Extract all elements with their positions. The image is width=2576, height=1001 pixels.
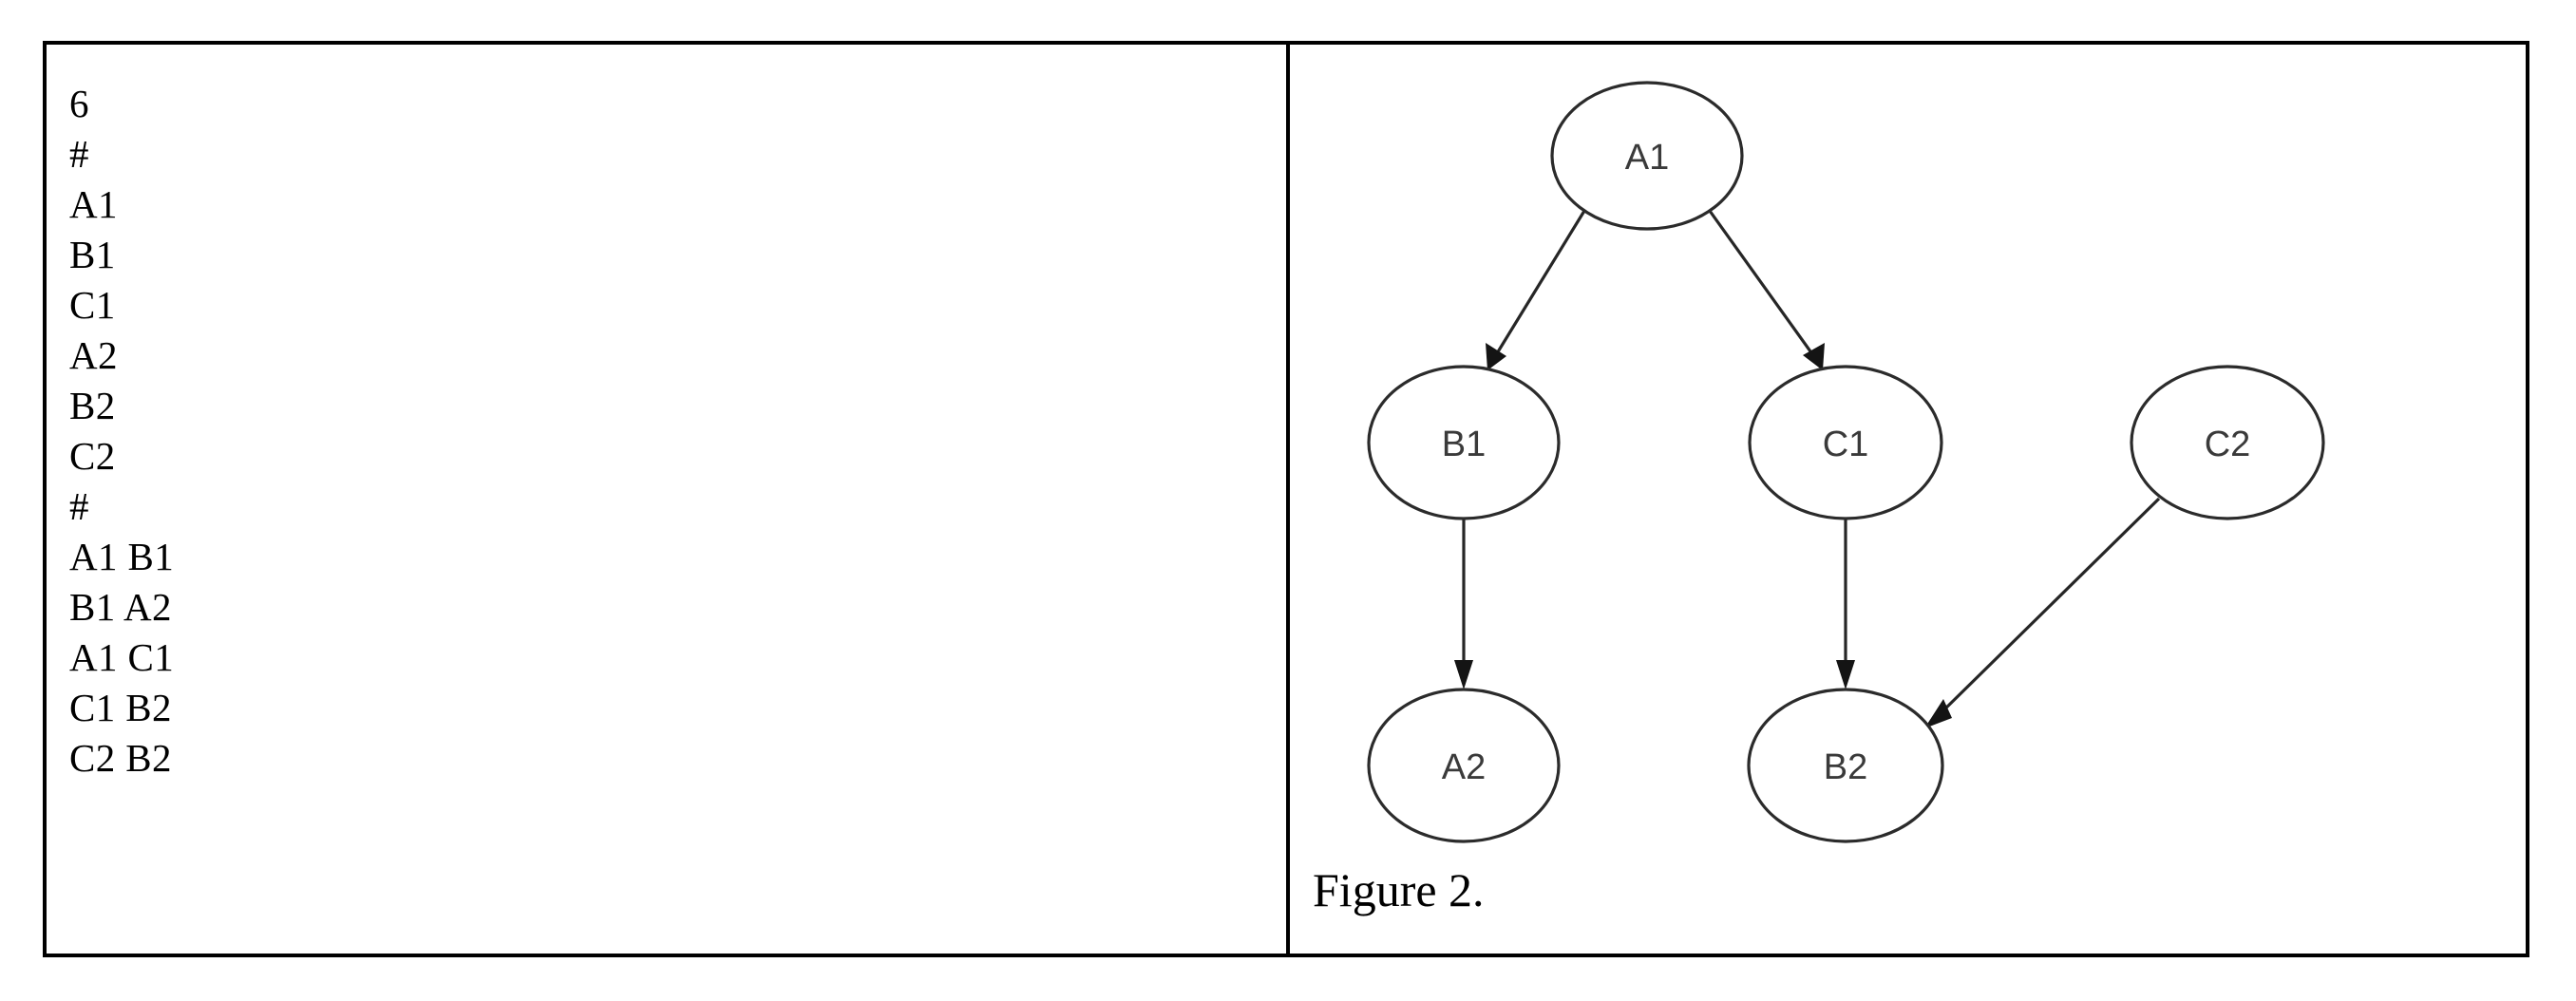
edge-a1-c1	[1708, 210, 1825, 370]
edge-a1-c1-arrowhead	[1803, 343, 1825, 370]
edge-c2-b2-line	[1936, 497, 2161, 718]
code-line: B1	[69, 233, 116, 276]
figure-caption: Figure 2.	[1313, 863, 1485, 916]
graph-node-c1-label: C1	[1823, 425, 1869, 464]
graph-node-c1[interactable]: C1	[1748, 365, 1943, 520]
graph-node-b1-ellipse[interactable]	[1367, 365, 1561, 520]
edge-a1-b1-line	[1492, 210, 1586, 359]
code-line: C2 B2	[69, 736, 172, 780]
code-listing: 6 # A1 B1 C1 A2 B2 C2 # A1 B1 B1 A2 A1 C…	[69, 79, 1286, 784]
code-line: A1	[69, 182, 118, 226]
edge-a1-c1-line	[1708, 210, 1817, 359]
graph-node-c2[interactable]: C2	[2130, 365, 2325, 520]
graph-node-a2[interactable]: A2	[1367, 688, 1561, 843]
code-line: C1	[69, 283, 116, 327]
edge-b1-a2-arrowhead	[1454, 660, 1473, 689]
graph-node-b2[interactable]: B2	[1747, 688, 1944, 843]
code-line: #	[69, 484, 89, 528]
directed-graph: A1 B1 C1 C2 A2	[1367, 81, 2325, 843]
code-line: A2	[69, 333, 118, 377]
code-line: B2	[69, 384, 116, 427]
graph-node-a1-label: A1	[1625, 138, 1669, 178]
code-line: #	[69, 132, 89, 176]
edge-a1-b1	[1486, 210, 1586, 370]
edge-c1-b2	[1836, 519, 1855, 689]
graph-node-a1-ellipse[interactable]	[1550, 81, 1744, 231]
graph-node-b2-ellipse[interactable]	[1747, 688, 1944, 843]
graph-node-a1[interactable]: A1	[1550, 81, 1744, 231]
graph-node-c2-label: C2	[2205, 425, 2251, 464]
code-line: 6	[69, 82, 89, 125]
cell-divider	[1286, 45, 1290, 954]
figure-table: 6 # A1 B1 C1 A2 B2 C2 # A1 B1 B1 A2 A1 C…	[43, 41, 2529, 957]
code-line: A1 C1	[69, 635, 175, 679]
code-line: C2	[69, 434, 116, 478]
graph-node-b2-label: B2	[1824, 747, 1867, 787]
code-listing-cell: 6 # A1 B1 C1 A2 B2 C2 # A1 B1 B1 A2 A1 C…	[47, 45, 1286, 954]
graph-node-a2-label: A2	[1442, 747, 1486, 787]
code-line: C1 B2	[69, 686, 172, 729]
graph-node-c2-ellipse[interactable]	[2130, 365, 2325, 520]
edge-c2-b2-arrowhead	[1924, 699, 1952, 728]
figure-cell: A1 B1 C1 C2 A2	[1290, 45, 2529, 954]
edge-b1-a2	[1454, 519, 1473, 689]
edge-a1-b1-arrowhead	[1486, 343, 1506, 370]
graph-node-b1-label: B1	[1442, 425, 1486, 464]
graph-node-a2-ellipse[interactable]	[1367, 688, 1561, 843]
code-line: A1 B1	[69, 535, 175, 578]
graph-node-c1-ellipse[interactable]	[1748, 365, 1943, 520]
edge-c2-b2	[1924, 497, 2161, 728]
edge-c1-b2-arrowhead	[1836, 660, 1855, 689]
code-line: B1 A2	[69, 585, 172, 629]
graph-node-b1[interactable]: B1	[1367, 365, 1561, 520]
